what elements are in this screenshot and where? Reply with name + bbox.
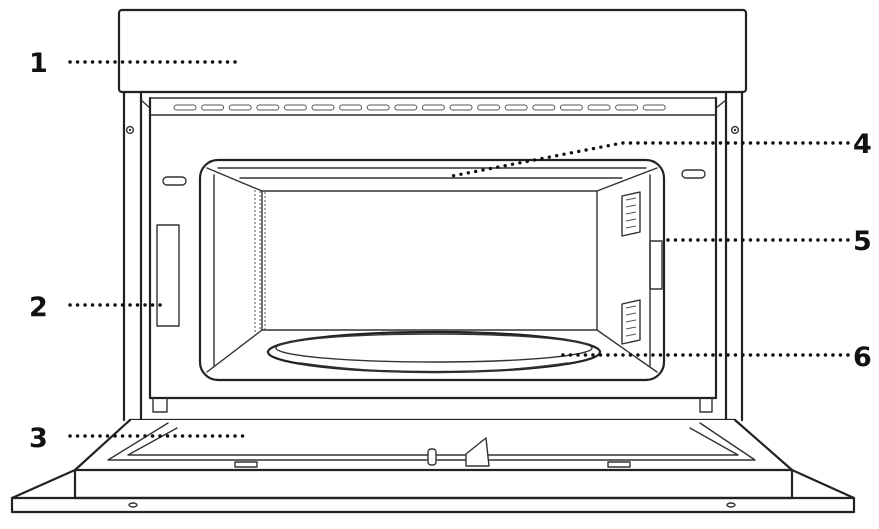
vent-slot	[421, 104, 445, 111]
vent-slot	[228, 104, 252, 111]
waveguide-cover-top	[621, 191, 641, 237]
oven-cavity	[148, 96, 718, 413]
screw-left-icon	[125, 125, 135, 135]
callout-label-1: 1	[29, 48, 48, 79]
vent-slot	[311, 104, 335, 111]
callout-label-6: 6	[853, 342, 872, 373]
vent-slot	[559, 104, 583, 111]
callout-labels: 1 2 3 4 5 6	[29, 48, 872, 454]
callout-leaders	[68, 60, 850, 438]
vent-slot	[283, 104, 307, 111]
cabinet-frame	[122, 90, 744, 422]
vent-slot	[642, 104, 666, 111]
side-panel-right	[649, 240, 663, 290]
door-latch	[427, 448, 437, 466]
turntable	[266, 330, 602, 374]
vent-slot	[477, 104, 501, 111]
callout-label-5: 5	[853, 226, 872, 257]
callout-label-4: 4	[853, 129, 872, 160]
vent-slot	[339, 104, 363, 111]
vent-slot	[449, 104, 473, 111]
door-safety-lock-panel	[156, 224, 180, 327]
vent-slot	[615, 104, 639, 111]
control-panel	[117, 8, 748, 94]
vent-slot	[532, 104, 556, 111]
screw-right-icon	[730, 125, 740, 135]
vent-slot	[201, 104, 225, 111]
door-hook	[465, 437, 490, 467]
hinge-slot-left	[162, 176, 187, 186]
leader-4	[450, 141, 850, 178]
vent-slot	[504, 104, 528, 111]
vent-slot	[173, 104, 197, 111]
hinge-slot-right	[681, 169, 706, 179]
waveguide-cover-bottom	[621, 299, 641, 345]
vent-slot	[394, 104, 418, 111]
vent-slot	[587, 104, 611, 111]
vent-slots	[173, 104, 666, 111]
callout-label-2: 2	[29, 292, 48, 323]
oven-door	[10, 418, 856, 514]
vent-slot	[256, 104, 280, 111]
callout-label-3: 3	[29, 423, 48, 454]
vent-slot	[366, 104, 390, 111]
